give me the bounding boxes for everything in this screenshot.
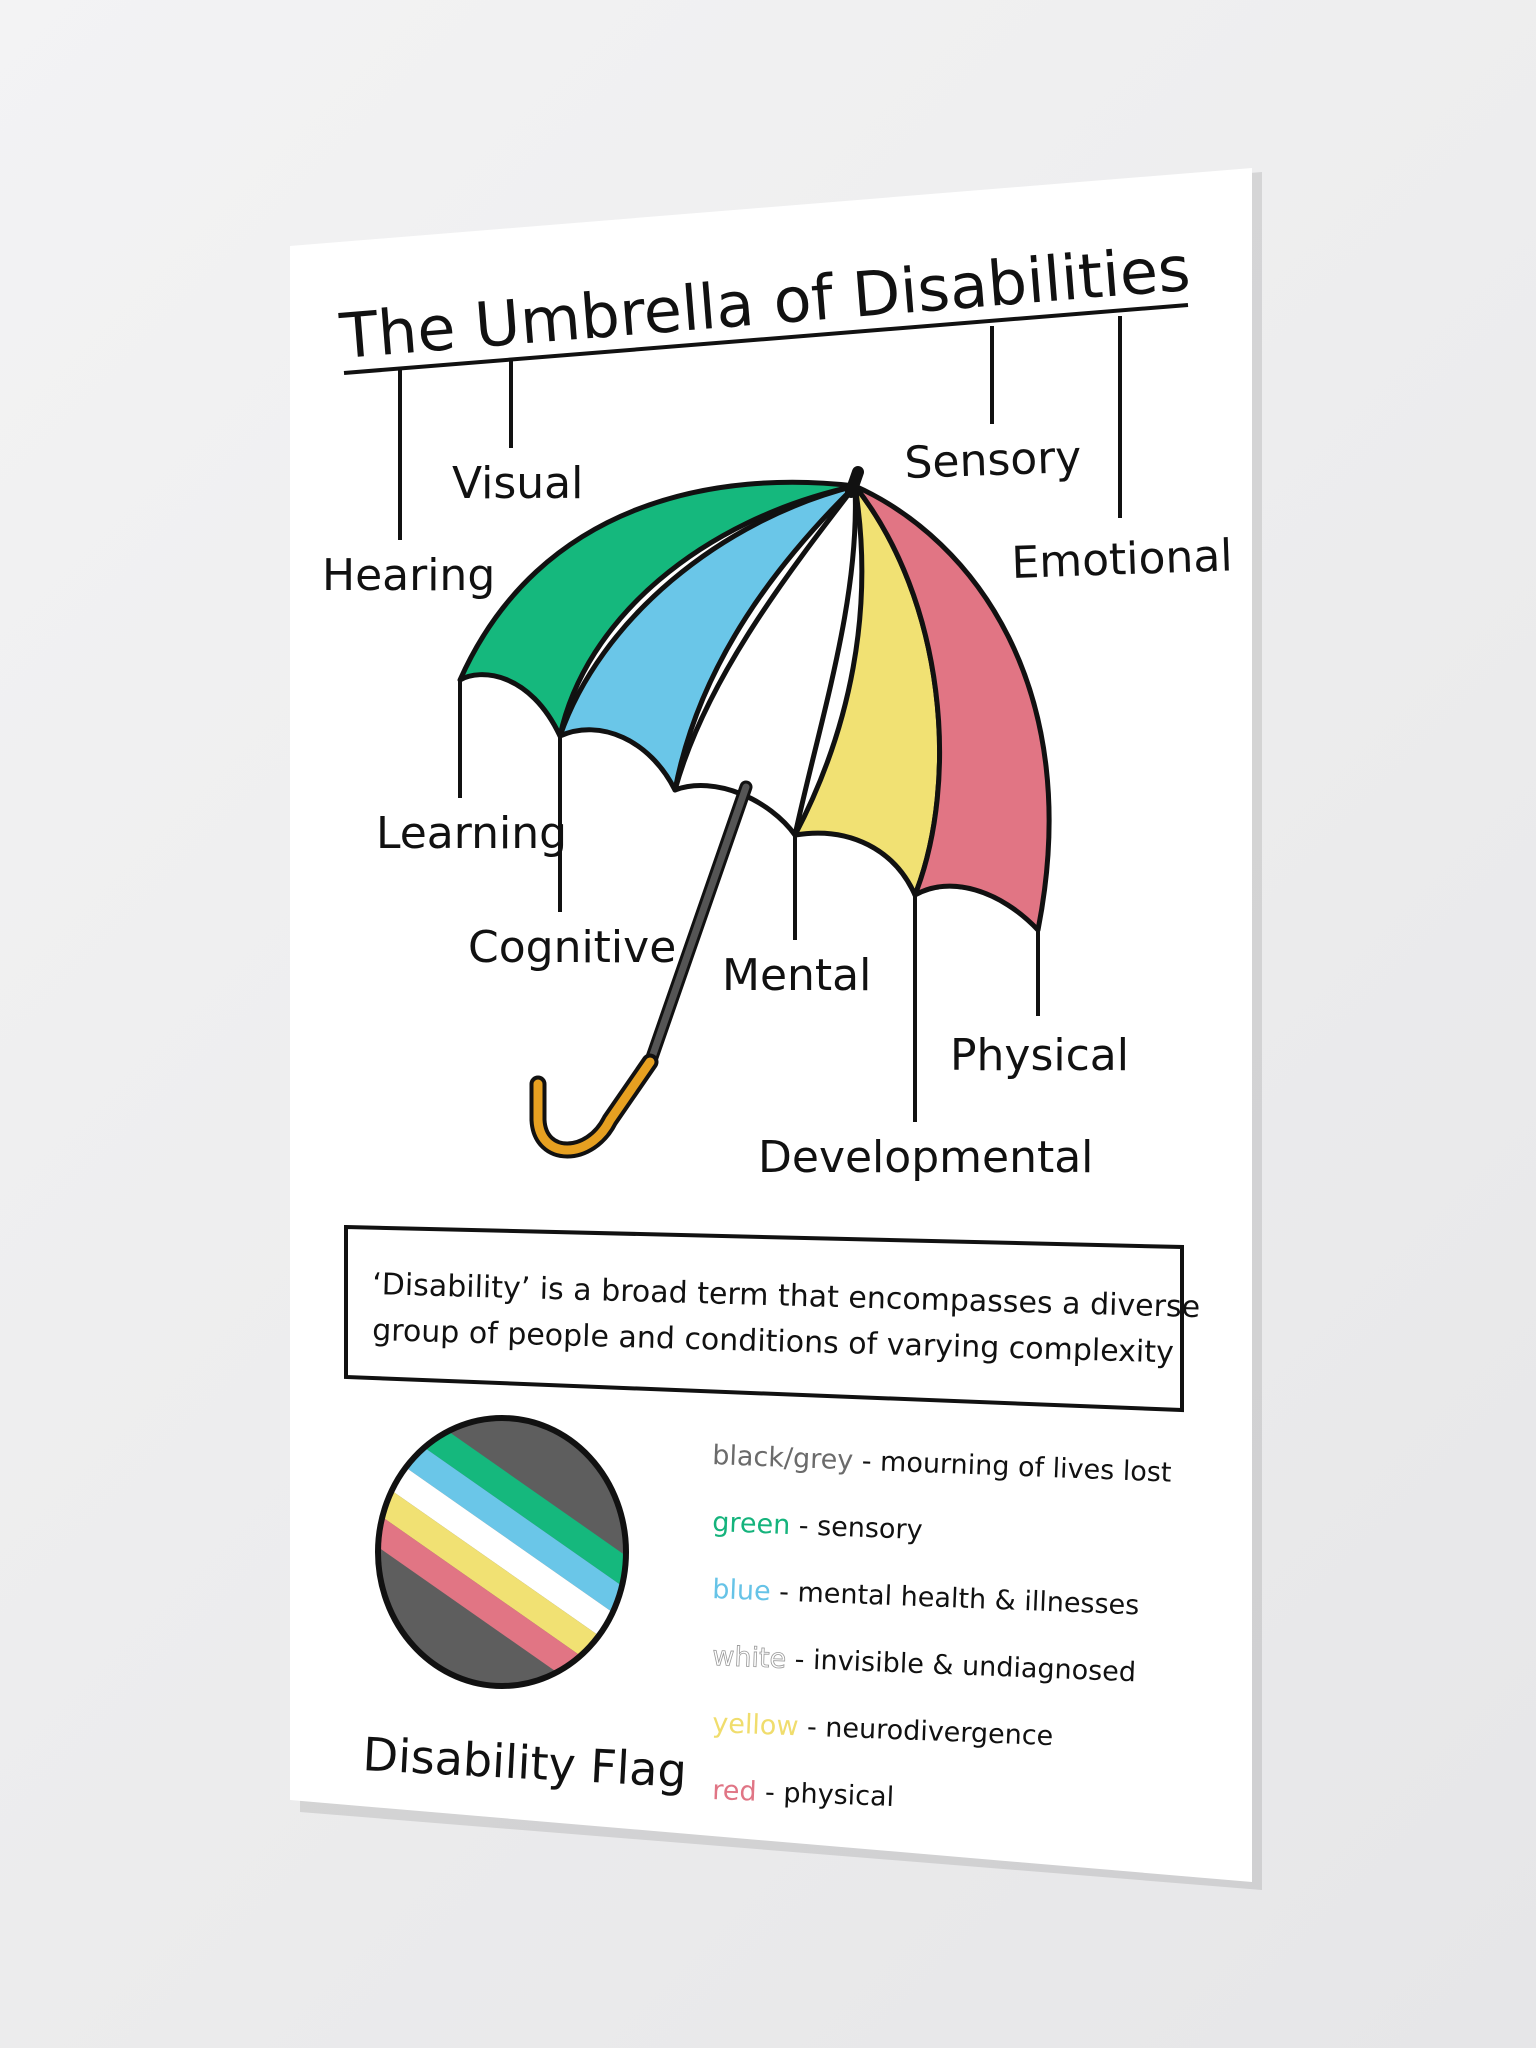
legend-key: yellow xyxy=(712,1708,799,1742)
legend-desc: - physical xyxy=(756,1777,895,1813)
legend-row: red - physical xyxy=(712,1775,895,1813)
umbrella-hook-fill xyxy=(533,1057,655,1155)
label-sensory: Sensory xyxy=(904,432,1083,489)
title-underline xyxy=(343,303,1189,375)
legend-key: red xyxy=(712,1775,757,1808)
flag-stripe-blue xyxy=(378,1418,626,1666)
label-mental: Mental xyxy=(722,950,871,1001)
label-cognitive: Cognitive xyxy=(468,922,676,973)
flag-outline xyxy=(375,1415,629,1689)
flag-stripe-white xyxy=(378,1424,626,1686)
legend-row: green - sensory xyxy=(712,1507,923,1546)
label-hearing: Hearing xyxy=(322,550,495,601)
legend-key: black/grey xyxy=(712,1440,854,1476)
label-learning: Learning xyxy=(376,808,567,859)
label-emotional: Emotional xyxy=(1011,530,1234,589)
flag-stripe-yellow xyxy=(378,1446,626,1686)
flag-stripe-green xyxy=(378,1418,626,1644)
umbrella-shaft-fill xyxy=(645,783,750,1070)
umbrella-panel-blue xyxy=(557,483,858,793)
umbrella-tip xyxy=(845,466,864,498)
legend-key: white xyxy=(712,1641,787,1675)
umbrella xyxy=(457,479,1052,933)
legend-key: blue xyxy=(712,1574,772,1607)
umbrella-panel-red xyxy=(852,483,1052,933)
umbrella-panel-green xyxy=(457,479,858,739)
legend-desc: - sensory xyxy=(790,1510,923,1546)
label-physical: Physical xyxy=(950,1030,1129,1081)
description-box xyxy=(344,1224,1184,1413)
label-developmental: Developmental xyxy=(758,1132,1093,1183)
legend-key: green xyxy=(712,1507,791,1541)
label-visual: Visual xyxy=(452,458,583,509)
